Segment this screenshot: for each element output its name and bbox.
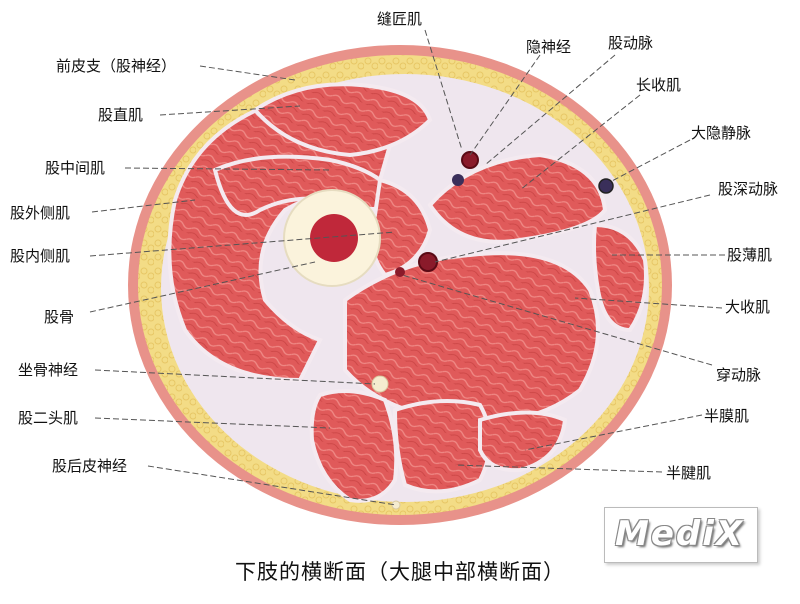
figure-caption: 下肢的横断面（大腿中部横断面） xyxy=(235,560,565,584)
label-vastus-intermedius: 股中间肌 xyxy=(45,159,106,177)
sciatic-nerve xyxy=(371,375,389,393)
label-semitendinosus: 半腱肌 xyxy=(666,464,712,482)
label-deep-femoral-artery: 股深动脉 xyxy=(718,180,779,198)
label-anterior-cutaneous-branch: 前皮支（股神经） xyxy=(56,57,177,75)
label-great-saphenous-vein: 大隐静脉 xyxy=(691,124,752,142)
posterior-cutaneous-nerve xyxy=(391,500,401,510)
label-vastus-medialis: 股内侧肌 xyxy=(10,247,71,265)
adductor-magnus-muscle xyxy=(343,251,600,424)
leader-lines xyxy=(89,29,725,506)
label-gracilis: 股薄肌 xyxy=(727,246,773,264)
label-adductor-longus: 长收肌 xyxy=(636,76,682,94)
great-saphenous-vein xyxy=(598,178,614,194)
watermark-text: MediX xyxy=(615,514,745,554)
perforating-artery xyxy=(395,267,405,277)
semitendinosus-muscle xyxy=(392,399,492,494)
label-perforating-artery: 穿动脉 xyxy=(716,366,762,384)
label-rectus-femoris: 股直肌 xyxy=(98,106,144,124)
femoral-vein xyxy=(452,174,464,186)
watermark-logo: MediX xyxy=(604,507,758,563)
label-semimembranosus: 半膜肌 xyxy=(704,407,750,425)
rectus-femoris-muscle xyxy=(251,82,433,158)
deep-femoral-artery xyxy=(418,252,438,272)
semimembranosus-muscle xyxy=(478,410,568,473)
gracilis-muscle xyxy=(592,222,648,333)
label-adductor-magnus: 大收肌 xyxy=(725,298,771,316)
label-vastus-lateralis: 股外侧肌 xyxy=(10,204,71,222)
label-femoral-artery: 股动脉 xyxy=(608,34,654,52)
femur-marrow xyxy=(310,214,358,262)
label-femur: 股骨 xyxy=(44,308,75,326)
femoral-artery xyxy=(461,151,479,169)
label-sartorius: 缝匠肌 xyxy=(377,10,423,28)
biceps-femoris-muscle xyxy=(309,389,399,503)
label-saphenous-nerve: 隐神经 xyxy=(526,38,572,56)
label-sciatic-nerve: 坐骨神经 xyxy=(18,361,79,379)
adductor-longus-muscle xyxy=(427,152,608,244)
label-biceps-femoris: 股二头肌 xyxy=(18,409,79,427)
label-posterior-cutaneous-nerve: 股后皮神经 xyxy=(52,457,128,475)
